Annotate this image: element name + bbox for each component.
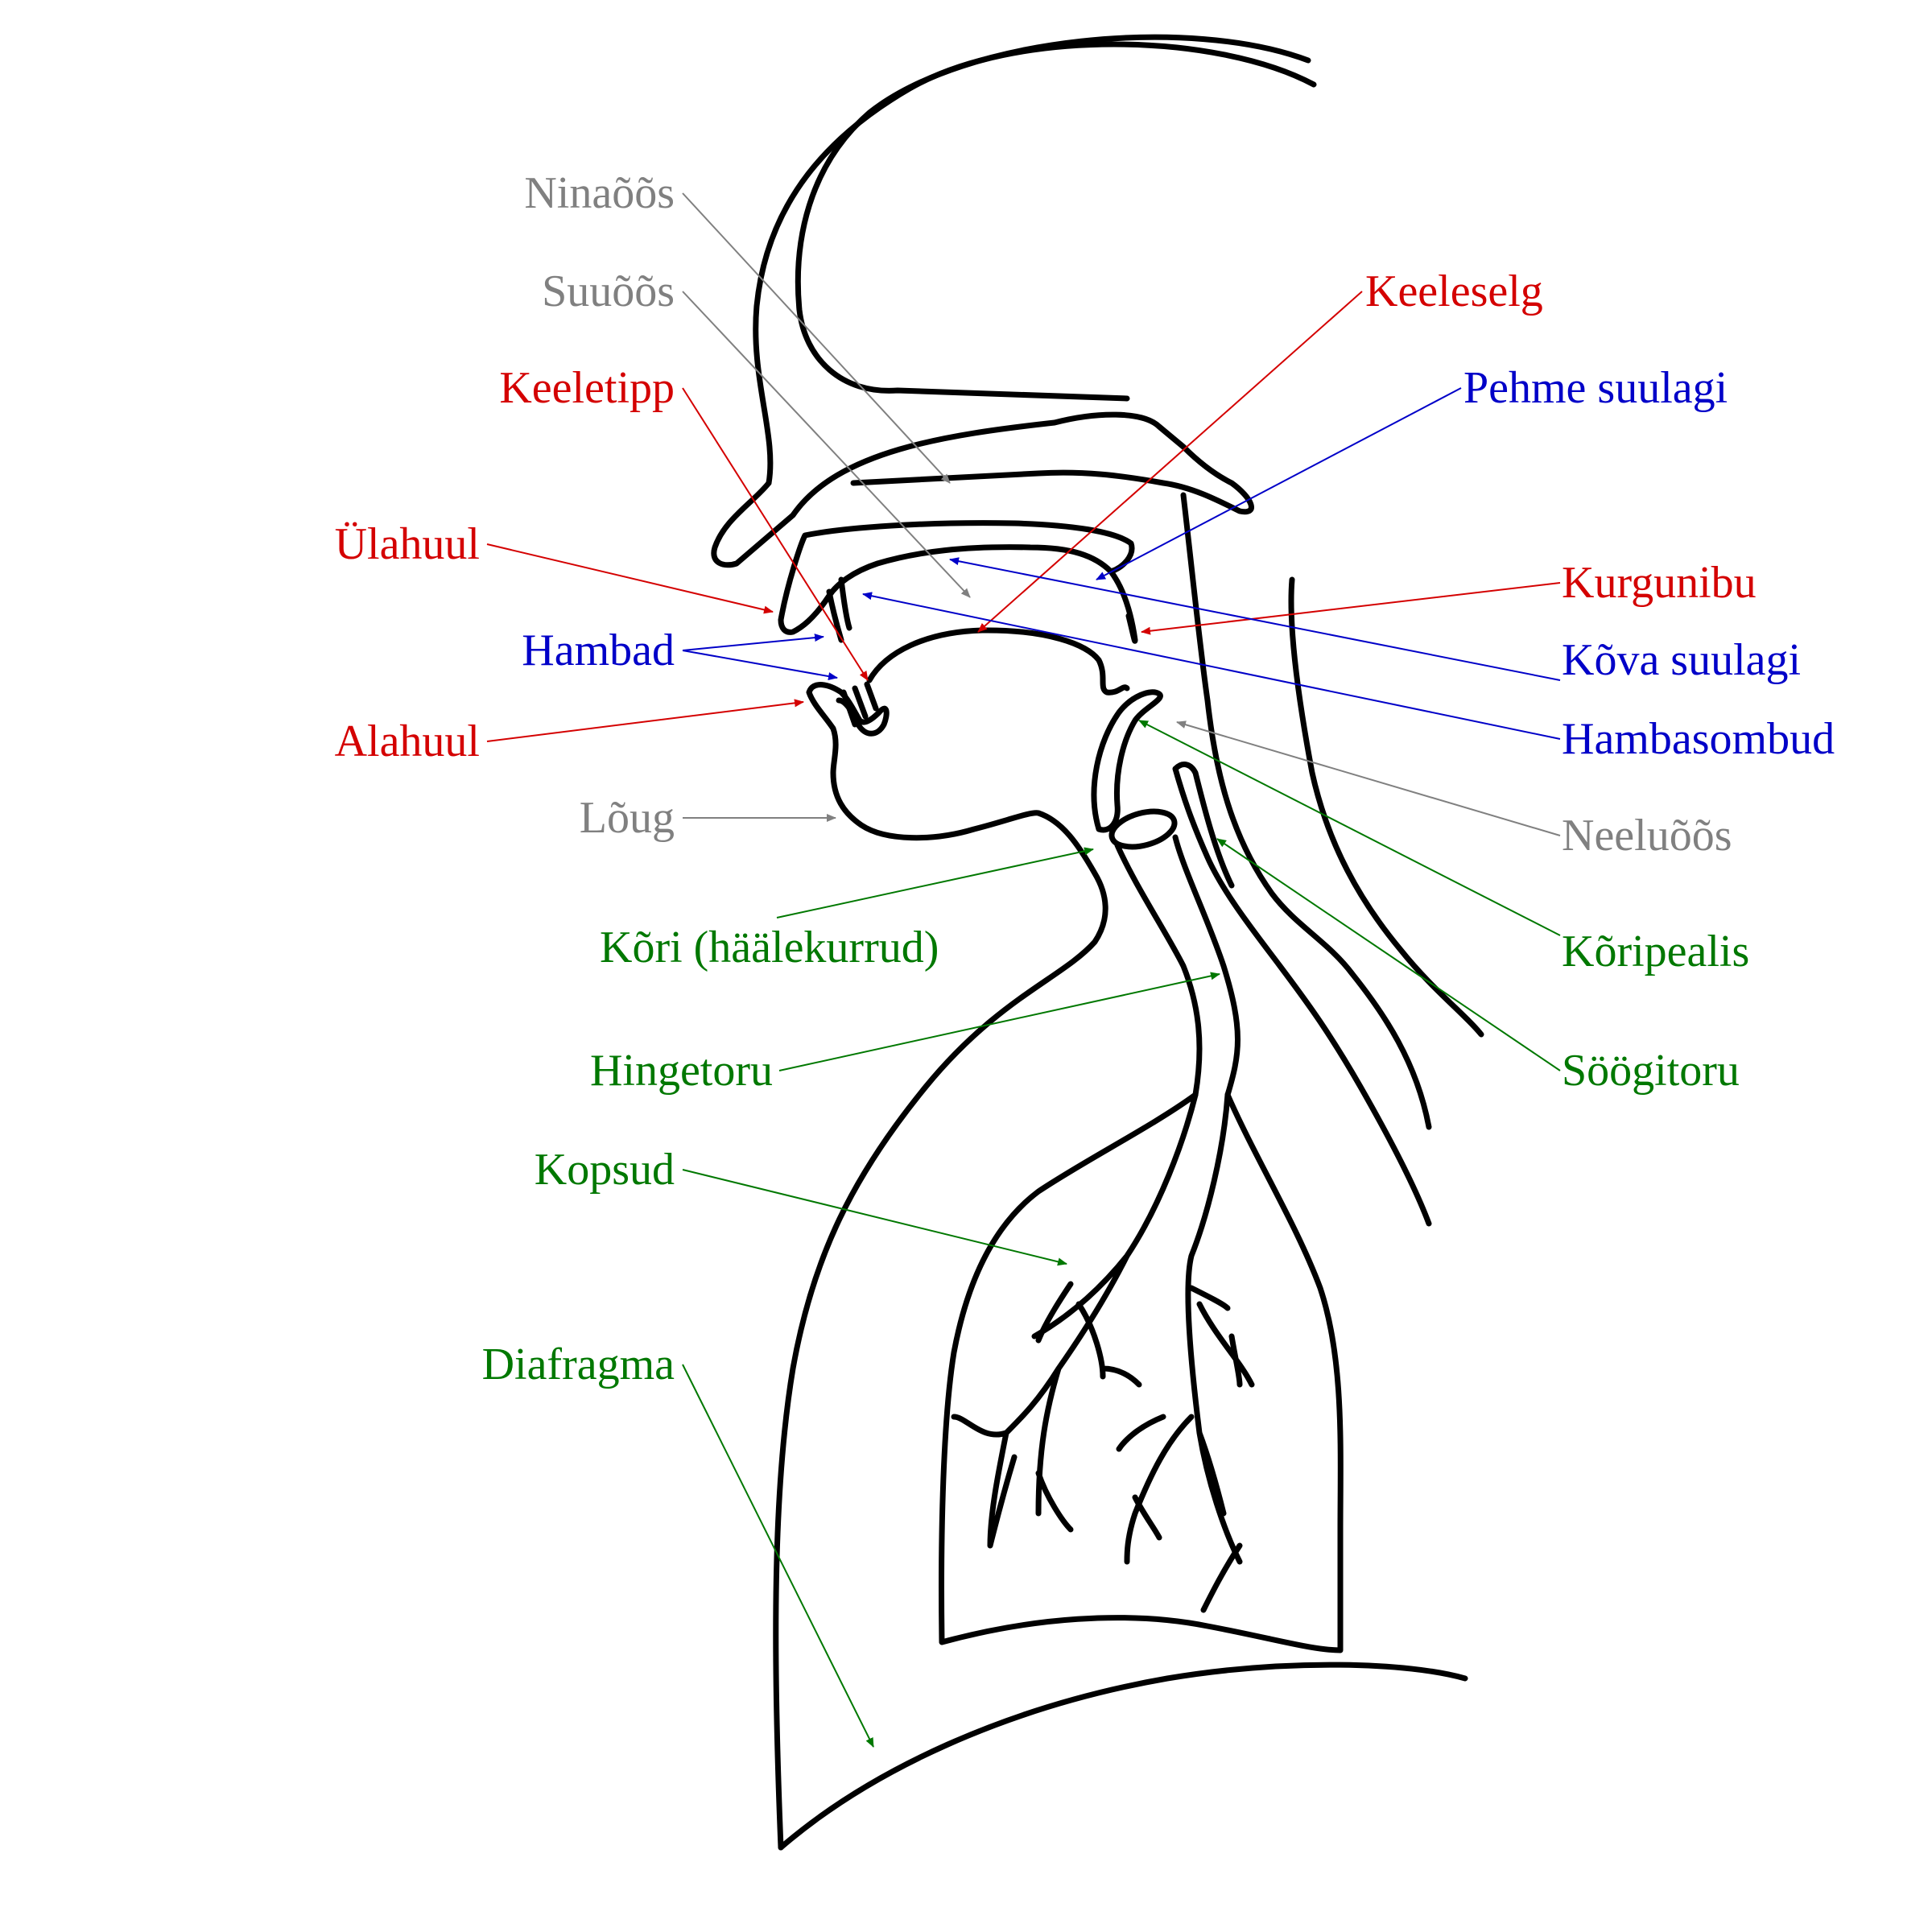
label-diafragma: Diafragma [482, 1340, 675, 1389]
pointer-keeletipp [682, 387, 869, 681]
label-koripealis: Kõripealis [1562, 927, 1749, 976]
label-pehme-suulagi: Pehme suulagi [1463, 363, 1728, 413]
label-hambasombud: Hambasombud [1562, 714, 1835, 764]
label-keeleselg: Keeleselg [1365, 266, 1543, 316]
tongue [866, 627, 1130, 696]
front-neck-torso [773, 810, 1108, 1851]
pointer-ninaoos [682, 192, 951, 484]
lung-outline [939, 1092, 1344, 1653]
pointer-soogitoru [1216, 838, 1561, 1071]
epiglottis [1091, 689, 1163, 833]
label-ninaoos: Ninaõõs [524, 168, 675, 218]
pointer-hambad-upper [682, 634, 824, 651]
label-kopsud: Kopsud [535, 1145, 675, 1195]
esophagus [1172, 762, 1432, 1227]
diaphragm-outline [778, 1662, 1468, 1851]
anatomy-outline [711, 34, 1484, 1851]
label-kurgunibu: Kurgunibu [1562, 558, 1757, 608]
pointer-pehme-suulagi [1096, 387, 1462, 580]
pointer-kori [776, 847, 1094, 919]
pointer-kopsud [682, 1169, 1067, 1266]
pointer-alahuul [486, 699, 804, 742]
label-hambad: Hambad [522, 625, 675, 675]
label-soogitoru: Söögitoru [1562, 1046, 1740, 1096]
pointer-hambasombud [862, 592, 1561, 740]
pointer-suuoos [682, 291, 971, 598]
label-keeletipp: Keeletipp [499, 363, 675, 413]
label-kori: Kõri (häälekurrud) [600, 923, 939, 972]
trachea [1114, 834, 1241, 1098]
labels: Ninaõõs Suuõõs Keeletipp Ülahuul Hambad … [335, 168, 1835, 1389]
label-ulahuul: Ülahuul [335, 519, 480, 569]
label-alahuul: Alahuul [335, 716, 480, 766]
larynx-ring [1108, 808, 1178, 850]
pointer-hambad-lower [682, 650, 838, 681]
nose [711, 411, 1254, 568]
label-kova-suulagi: Kõva suulagi [1562, 635, 1801, 685]
pointer-ulahuul [486, 543, 774, 614]
spine [1288, 576, 1484, 1038]
lower-teeth [840, 681, 879, 728]
soft-palate [1108, 568, 1138, 644]
skull-inner [795, 34, 1311, 402]
lower-lip-chin [806, 682, 1042, 841]
label-suuoos: Suuõõs [542, 266, 675, 316]
label-loug: Lõug [580, 793, 675, 843]
pointer-lines [486, 192, 1561, 1748]
pointer-keeleselg [977, 291, 1363, 633]
pointer-kova-suulagi [949, 557, 1561, 681]
pointer-hingetoru [778, 972, 1220, 1071]
upper-palate [778, 520, 1135, 635]
pointer-kurgunibu [1141, 582, 1561, 635]
pointer-diafragma [682, 1364, 874, 1748]
pointer-koripealis [1138, 720, 1561, 936]
skull-outer [753, 41, 1317, 486]
label-hingetoru: Hingetoru [590, 1046, 773, 1096]
label-neeluoos: Neeluõõs [1562, 811, 1732, 861]
bronchial-tree [951, 1092, 1255, 1613]
pointer-neeluoos [1176, 720, 1561, 836]
back-of-neck [1180, 492, 1432, 1130]
